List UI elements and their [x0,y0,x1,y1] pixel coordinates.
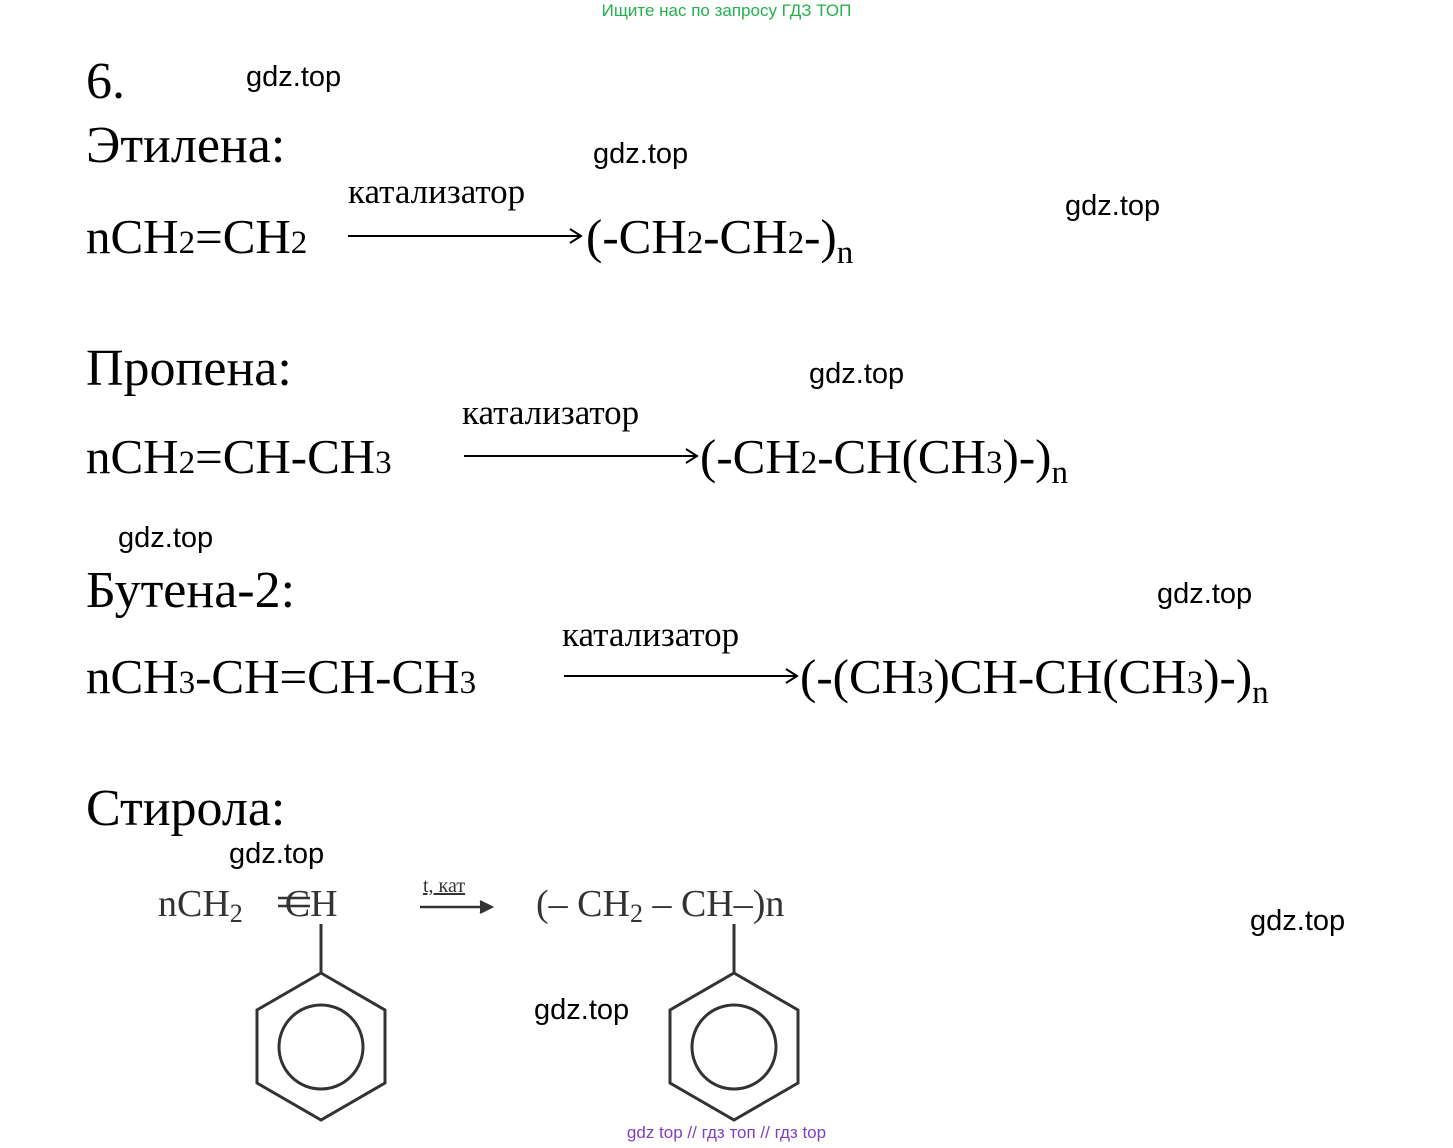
watermark: gdz.top [1065,190,1161,222]
formula-text: nCH [86,209,179,264]
reaction-arrow [464,448,699,464]
watermark: gdz.top [809,358,905,390]
formula-text: (-CH [700,429,801,484]
footer-watermark: gdz top // гдз топ // гдз top [626,1123,827,1142]
formula-text: (-(CH [800,649,918,704]
formula-text: -CH [703,209,788,264]
formula-subscript: 3 [178,665,196,701]
formula-text: )-) [1002,429,1052,484]
formula-index: n [836,235,854,271]
formula-subscript: 2 [290,225,308,261]
benzene-ring-icon [255,971,387,1122]
styrene-product-text: (– CH2 – CH–)n [536,883,784,928]
formula-subscript: 2 [178,225,196,261]
formula-subscript: 2 [686,225,704,261]
formula-subscript: 2 [178,445,196,481]
catalyst-label: катализатор [562,615,740,654]
formula-text: )-) [1203,649,1253,704]
formula-subscript: 3 [917,665,934,701]
reactant-formula: nCH2=CH2 [86,212,307,261]
catalyst-label: катализатор [462,393,640,432]
reaction-arrow [348,228,583,244]
reaction-arrow [564,668,799,684]
watermark: gdz.top [1250,905,1346,937]
watermark: gdz.top [1157,578,1253,610]
benzene-ring-icon [668,971,800,1122]
product-formula: (-(CH3)CH-CH(CH3)-)n [800,649,1269,710]
product-formula: (-CH2-CH2-)n [586,209,853,270]
formula-subscript: 2 [787,225,805,261]
watermark: gdz.top [534,994,630,1026]
formula-subscript: 3 [459,665,477,701]
section-heading-styrene: Стирола: [86,780,286,837]
formula-text: (-CH [586,209,687,264]
formula-text: -CH(CH [817,429,986,484]
formula-text: nCH [86,649,179,704]
reactant-formula: nCH2=CH-CH3 [86,432,392,481]
search-banner: Ищите нас по запросу ГДЗ ТОП [601,1,852,20]
watermark: gdz.top [246,61,342,93]
section-heading-propene: Пропена: [86,340,292,397]
formula-index: n [1252,675,1269,711]
formula-subscript: 2 [800,445,818,481]
product-formula: (-CH2-CH(CH3)-)n [700,429,1068,490]
formula-subscript: 3 [986,445,1003,481]
formula-text: =CH-CH [195,429,376,484]
reactant-formula: nCH3-CH=CH-CH3 [86,652,476,701]
formula-text: )CH-CH(CH [933,649,1187,704]
formula-index: n [1051,455,1068,491]
formula-text: -CH=CH-CH [195,649,460,704]
section-heading-ethylene: Этилена: [86,117,286,174]
watermark: gdz.top [118,522,214,554]
section-heading-butene: Бутена-2: [86,562,296,619]
formula-text: -) [804,209,837,264]
task-number: 6. [86,53,125,110]
formula-subscript: 3 [1186,665,1204,701]
watermark: gdz.top [229,838,325,870]
formula-subscript: 3 [375,445,392,481]
reaction-condition: t, кат [423,875,465,897]
formula-text: =CH [195,209,291,264]
catalyst-label: катализатор [348,172,526,211]
formula-text: nCH [86,429,179,484]
watermark: gdz.top [593,138,689,170]
